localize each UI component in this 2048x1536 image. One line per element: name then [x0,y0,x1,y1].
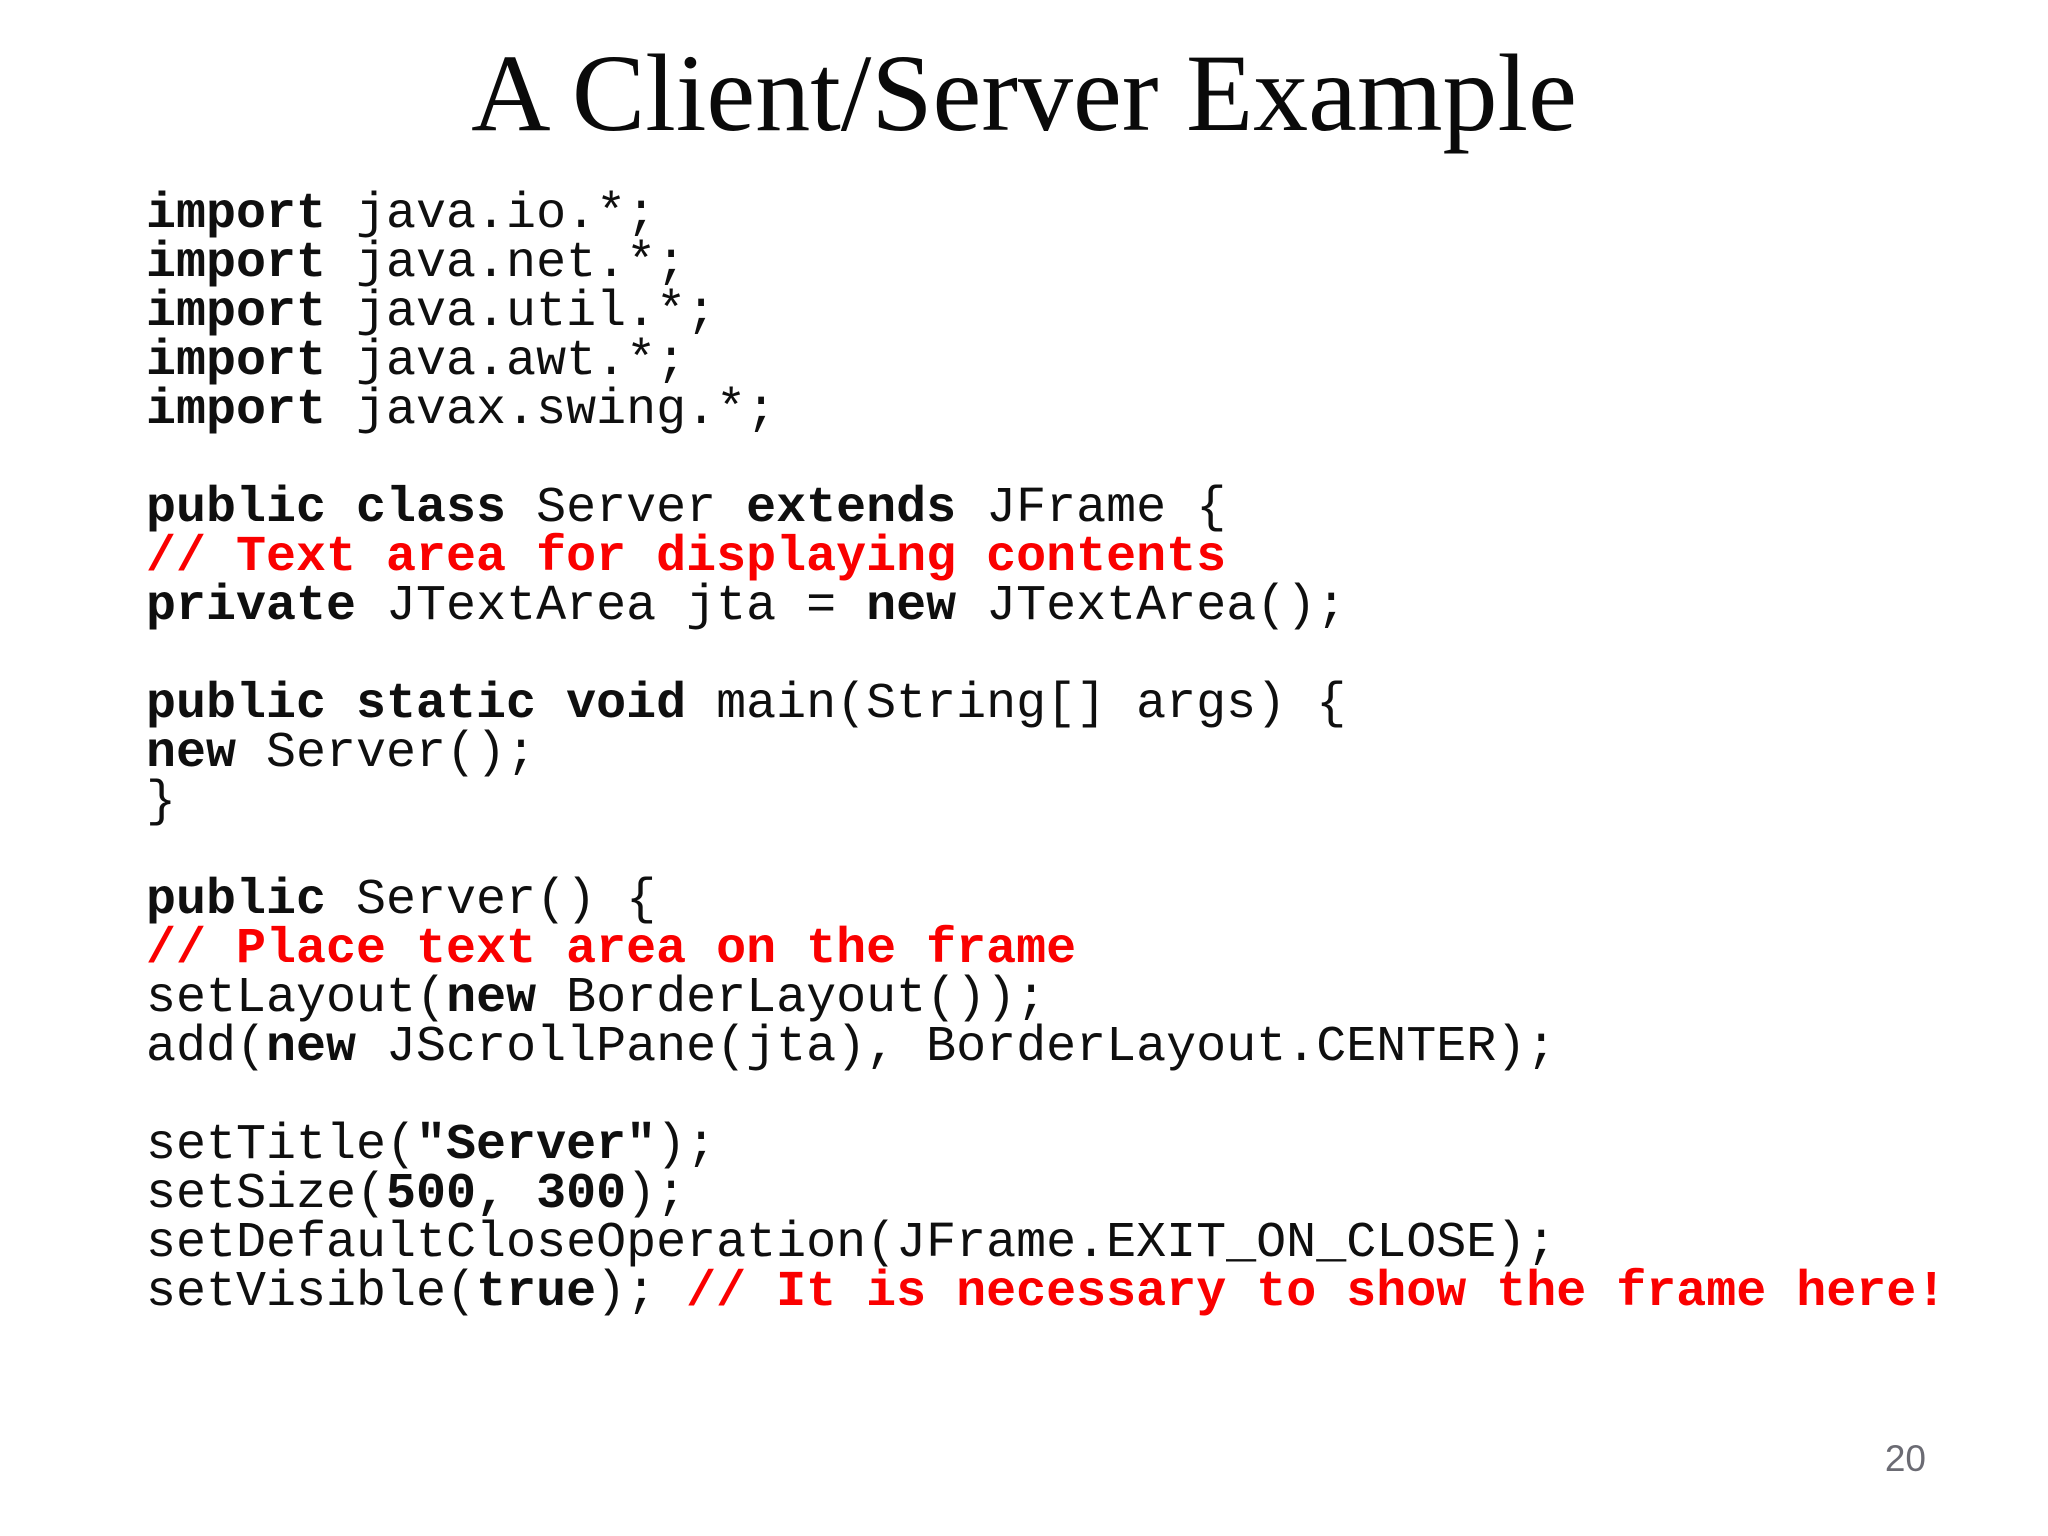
code-segment: import [146,284,327,341]
code-segment: } [146,774,177,831]
code-segment: new [266,1019,357,1076]
code-line: import java.util.*; [146,288,1946,338]
code-segment: import [146,235,327,292]
code-line: // Place text area on the frame [146,925,1946,975]
code-line: setSize(500, 300); [146,1170,1946,1220]
code-segment: JFrame { [956,480,1227,537]
code-segment: new [446,970,537,1027]
code-line: setLayout(new BorderLayout()); [146,974,1946,1024]
code-segment: java.io.*; [326,186,657,243]
code-line: setVisible(true); // It is necessary to … [146,1268,1946,1318]
code-segment: true [476,1264,597,1321]
code-segment: import [146,186,327,243]
code-segment: JTextArea(); [956,578,1347,635]
code-line: public Server() { [146,876,1946,926]
code-line: setDefaultCloseOperation(JFrame.EXIT_ON_… [146,1219,1946,1269]
code-segment: private [146,578,357,635]
code-segment: import [146,333,327,390]
code-segment: ); [596,1264,687,1321]
code-comment: // Text area for displaying contents [146,529,1227,586]
code-line-blank [146,1072,1946,1121]
code-segment: setVisible( [146,1264,477,1321]
code-segment: add( [146,1019,267,1076]
code-line: } [146,778,1946,828]
page-number: 20 [1884,1438,1926,1479]
code-segment: ); [626,1166,687,1223]
code-segment: setLayout( [146,970,447,1027]
code-segment: JTextArea jta = [356,578,867,635]
code-segment: Server(); [236,725,537,782]
code-segment: java.awt.*; [326,333,687,390]
code-segment: "Server" [416,1117,657,1174]
code-line: import java.io.*; [146,190,1946,240]
code-line: new Server(); [146,729,1946,779]
code-segment: setTitle( [146,1117,417,1174]
code-segment: BorderLayout()); [536,970,1047,1027]
code-line-blank [146,435,1946,484]
code-segment: java.util.*; [326,284,717,341]
code-segment: new [866,578,957,635]
slide-title: A Client/Server Example [471,32,1577,154]
code-segment: public [146,872,327,929]
code-segment: setDefaultCloseOperation(JFrame.EXIT_ON_… [146,1215,1557,1272]
code-segment: ); [656,1117,717,1174]
code-segment: import [146,382,327,439]
code-segment: javax.swing.*; [326,382,777,439]
code-segment: 500, 300 [386,1166,627,1223]
code-segment: public static void [146,676,687,733]
code-comment: // It is necessary to show the frame her… [686,1264,1947,1321]
code-line: setTitle("Server"); [146,1121,1946,1171]
code-segment: main(String[] args) { [686,676,1347,733]
code-line-blank [146,631,1946,680]
code-segment: Server() { [326,872,657,929]
code-block: import java.io.*;import java.net.*;impor… [146,190,1946,1318]
code-line: import javax.swing.*; [146,386,1946,436]
code-segment: new [146,725,237,782]
code-comment: // Place text area on the frame [146,921,1077,978]
code-segment: Server [506,480,747,537]
code-line: private JTextArea jta = new JTextArea(); [146,582,1946,632]
code-segment: java.net.*; [326,235,687,292]
code-line: add(new JScrollPane(jta), BorderLayout.C… [146,1023,1946,1073]
code-segment: public class [146,480,507,537]
code-segment: extends [746,480,957,537]
code-line-blank [146,827,1946,876]
code-line: public class Server extends JFrame { [146,484,1946,534]
code-line: // Text area for displaying contents [146,533,1946,583]
code-segment: setSize( [146,1166,387,1223]
code-segment: JScrollPane(jta), BorderLayout.CENTER); [356,1019,1557,1076]
code-line: import java.net.*; [146,239,1946,289]
code-line: import java.awt.*; [146,337,1946,387]
code-line: public static void main(String[] args) { [146,680,1946,730]
